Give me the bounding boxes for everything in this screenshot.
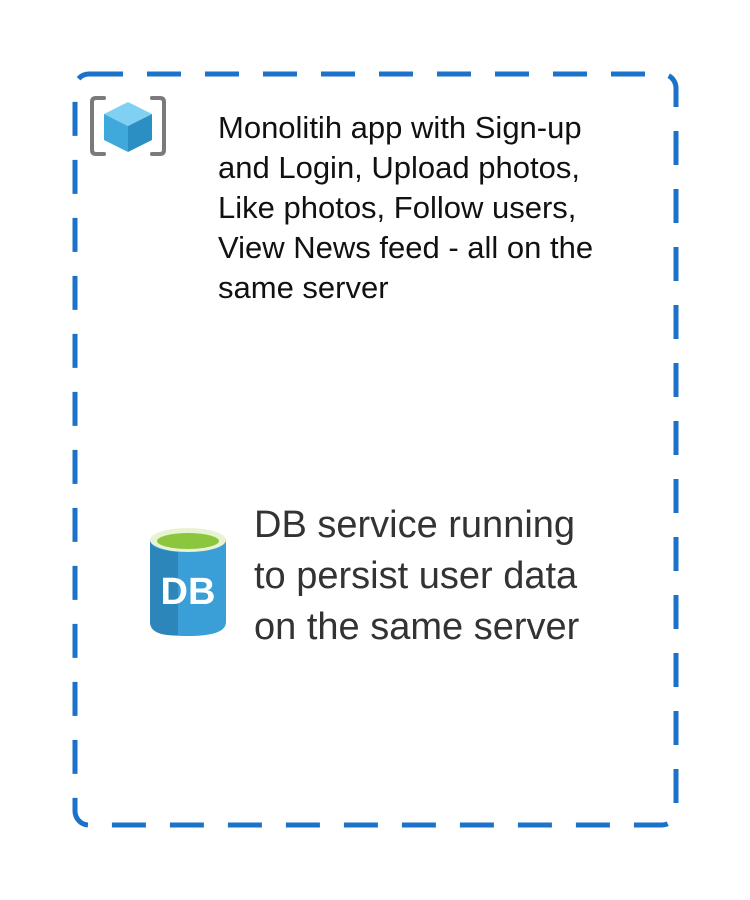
app-description: Monolitih app with Sign-up and Login, Up… bbox=[218, 110, 594, 305]
container-cube-icon bbox=[90, 96, 166, 156]
db-description: DB service running to persist user data … bbox=[254, 504, 580, 648]
database-icon: DB bbox=[150, 528, 226, 636]
server-boundary-border bbox=[72, 71, 679, 828]
database-icon-label: DB bbox=[161, 571, 216, 613]
